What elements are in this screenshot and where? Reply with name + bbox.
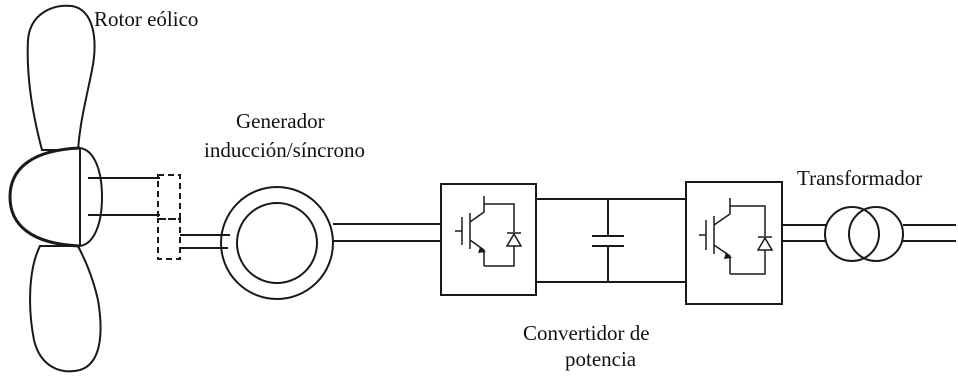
generator-label-line1: Generador [236, 109, 325, 133]
transformer-icon [824, 206, 904, 262]
shaft [88, 177, 160, 216]
rectifier-icon [440, 183, 537, 296]
converter-label-line1: Convertidor de [523, 321, 650, 345]
grid-lines [903, 224, 956, 242]
converter-label-line2: potencia [565, 347, 637, 371]
generator-label-line2: inducción/síncrono [204, 138, 365, 162]
inverter-icon [685, 181, 783, 305]
dc-link-lines [536, 198, 686, 283]
rotor-icon [8, 4, 104, 373]
generator-shaft [180, 234, 230, 249]
generator-icon [220, 186, 334, 300]
rotor-label: Rotor eólico [94, 7, 198, 31]
ac-lines-right [782, 224, 826, 242]
capacitor-icon [592, 199, 624, 282]
coupling-icon [157, 174, 181, 260]
lower-blade [29, 245, 102, 373]
transformer-label: Transformador [797, 166, 922, 190]
ac-lines-left [333, 223, 441, 242]
hub-nose [8, 146, 81, 248]
upper-blade [26, 4, 96, 151]
hub-face [79, 147, 104, 247]
